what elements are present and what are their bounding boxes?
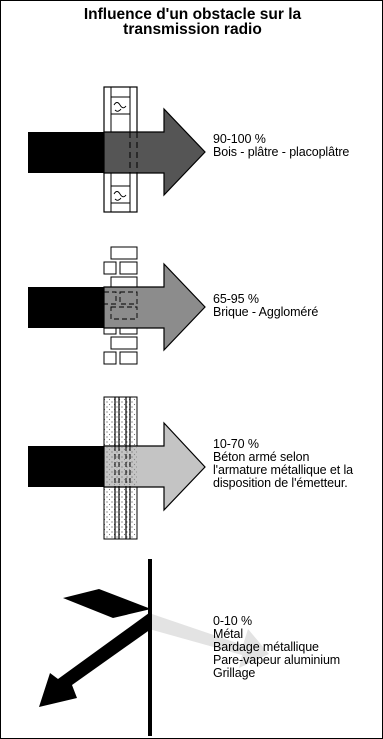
concrete-transmitted-arrow (103, 421, 206, 512)
metal-incoming-signal (63, 589, 151, 618)
concrete-wall-row (28, 396, 206, 540)
concrete-line-2: l'armature métallique et la (213, 463, 354, 477)
wood-transmitted-arrow (103, 107, 206, 197)
title-line-1: Influence d'un obstacle sur la (83, 6, 302, 23)
metal-transmitted-arrow (149, 613, 269, 668)
brick-incoming-signal (28, 287, 104, 328)
metal-line-1: Métal (213, 627, 244, 641)
metal-line-3: Pare-vapeur aluminium (213, 653, 341, 667)
brick-label: 65-95 % Brique - Aggloméré (213, 293, 318, 319)
concrete-line-3: disposition de l'émetteur. (213, 476, 348, 490)
concrete-label: 10-70 % Béton armé selon l'armature méta… (213, 438, 353, 490)
wood-wall-row (28, 86, 206, 213)
wood-percent: 90-100 % (213, 132, 266, 146)
brick-wall-row (28, 246, 206, 365)
concrete-percent: 10-70 % (213, 437, 259, 451)
wood-incoming-signal (28, 132, 104, 173)
concrete-line-1: Béton armé selon (213, 450, 310, 464)
brick-material: Brique - Aggloméré (213, 305, 319, 319)
metal-line-4: Grillage (213, 666, 256, 680)
brick-percent: 65-95 % (213, 292, 259, 306)
concrete-incoming-signal (28, 446, 104, 487)
diagram-title: Influence d'un obstacle sur la transmiss… (1, 6, 382, 38)
metal-percent: 0-10 % (213, 614, 253, 628)
brick-transmitted-arrow (103, 262, 206, 352)
metal-wall-row (39, 559, 269, 736)
metal-line-2: Bardage métallique (213, 640, 319, 654)
wood-label: 90-100 % Bois - plâtre - placoplâtre (213, 133, 349, 159)
wood-material: Bois - plâtre - placoplâtre (213, 145, 350, 159)
title-line-2: transmission radio (123, 21, 262, 38)
metal-reflected-arrow (39, 613, 151, 707)
metal-label: 0-10 % Métal Bardage métallique Pare-vap… (213, 615, 340, 680)
